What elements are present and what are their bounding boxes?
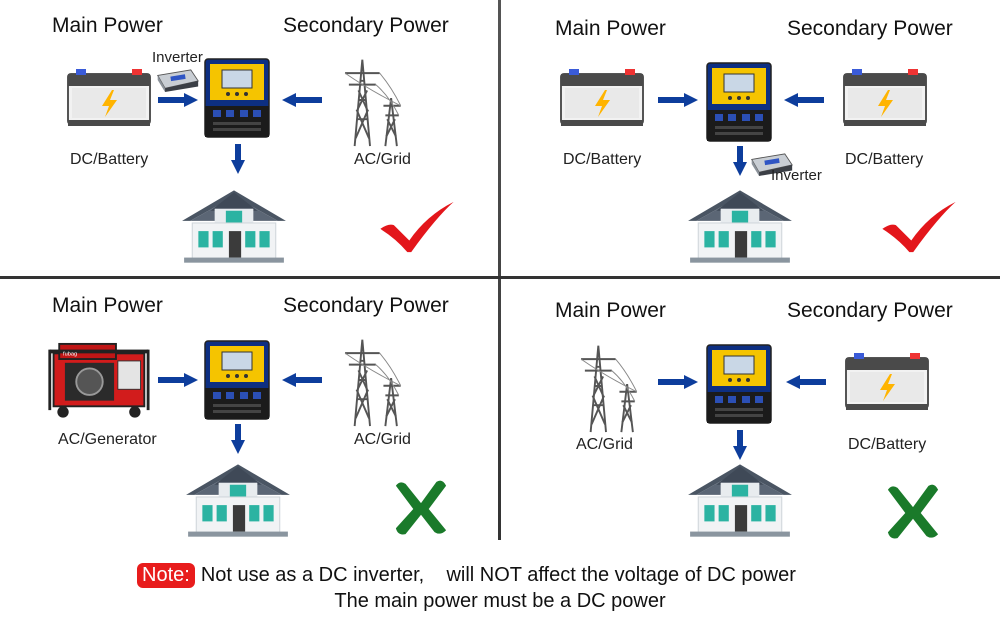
main-power-title: Main Power <box>555 17 666 40</box>
controller-icon <box>706 344 772 424</box>
arrow-left-icon <box>282 373 322 387</box>
inverter-label: Inverter <box>771 167 822 184</box>
battery-icon <box>842 66 928 130</box>
note-line-1: Note:Not use as a DC inverter, will NOT … <box>137 563 796 588</box>
cross-icon <box>884 484 942 540</box>
panel-generator-main-grid-secondary: Main Power Secondary Power AC/Generator … <box>0 280 500 556</box>
power-tower-icon <box>566 338 646 434</box>
battery-icon <box>66 66 152 130</box>
secondary-source-label: DC/Battery <box>848 436 927 453</box>
cross-icon <box>392 480 450 536</box>
house-icon <box>684 186 796 264</box>
note-badge: Note: <box>137 563 195 588</box>
battery-icon <box>559 66 645 130</box>
main-power-title: Main Power <box>52 294 163 317</box>
main-source-label: DC/Battery <box>563 151 642 168</box>
main-source-label: AC/Grid <box>576 436 633 453</box>
arrow-right-icon <box>158 373 198 387</box>
main-power-title: Main Power <box>52 14 163 37</box>
horizontal-divider <box>0 276 1000 279</box>
house-icon <box>178 186 290 264</box>
arrow-down-icon <box>733 430 747 460</box>
power-tower-icon <box>330 332 410 428</box>
panel-dc-main-dc-secondary: Main Power Secondary Power DC/Battery DC… <box>500 0 1000 276</box>
controller-icon <box>204 58 270 138</box>
inverter-label: Inverter <box>152 49 203 66</box>
arrow-left-icon <box>282 93 322 107</box>
secondary-power-title: Secondary Power <box>283 294 449 317</box>
arrow-right-icon <box>158 93 198 107</box>
panel-dc-main-grid-secondary: Main Power Secondary Power Inverter DC/B… <box>0 0 500 276</box>
arrow-right-icon <box>658 375 698 389</box>
arrow-down-icon <box>733 146 747 176</box>
inverter-icon <box>154 68 200 92</box>
main-source-label: DC/Battery <box>70 151 149 168</box>
secondary-power-title: Secondary Power <box>283 14 449 37</box>
main-source-label: AC/Generator <box>58 431 157 448</box>
arrow-down-icon <box>231 424 245 454</box>
secondary-power-title: Secondary Power <box>787 299 953 322</box>
panel-grid-main-dc-secondary: Main Power Secondary Power AC/Grid DC/Ba… <box>500 280 1000 556</box>
arrow-left-icon <box>786 375 826 389</box>
secondary-power-title: Secondary Power <box>787 17 953 40</box>
secondary-source-label: AC/Grid <box>354 151 411 168</box>
controller-icon <box>706 62 772 142</box>
battery-icon <box>844 350 930 414</box>
power-tower-icon <box>330 52 410 148</box>
note-line-2: The main power must be a DC power <box>334 590 666 612</box>
house-icon <box>182 460 294 538</box>
check-icon <box>880 200 958 254</box>
controller-icon <box>204 340 270 420</box>
vertical-divider <box>498 0 501 540</box>
house-icon <box>684 460 796 538</box>
arrow-left-icon <box>784 93 824 107</box>
generator-icon <box>46 334 150 420</box>
arrow-right-icon <box>658 93 698 107</box>
main-power-title: Main Power <box>555 299 666 322</box>
secondary-source-label: DC/Battery <box>845 151 924 168</box>
secondary-source-label: AC/Grid <box>354 431 411 448</box>
note-text-1: Not use as a DC inverter, will NOT affec… <box>200 564 796 586</box>
check-icon <box>378 200 456 254</box>
arrow-down-icon <box>231 144 245 174</box>
